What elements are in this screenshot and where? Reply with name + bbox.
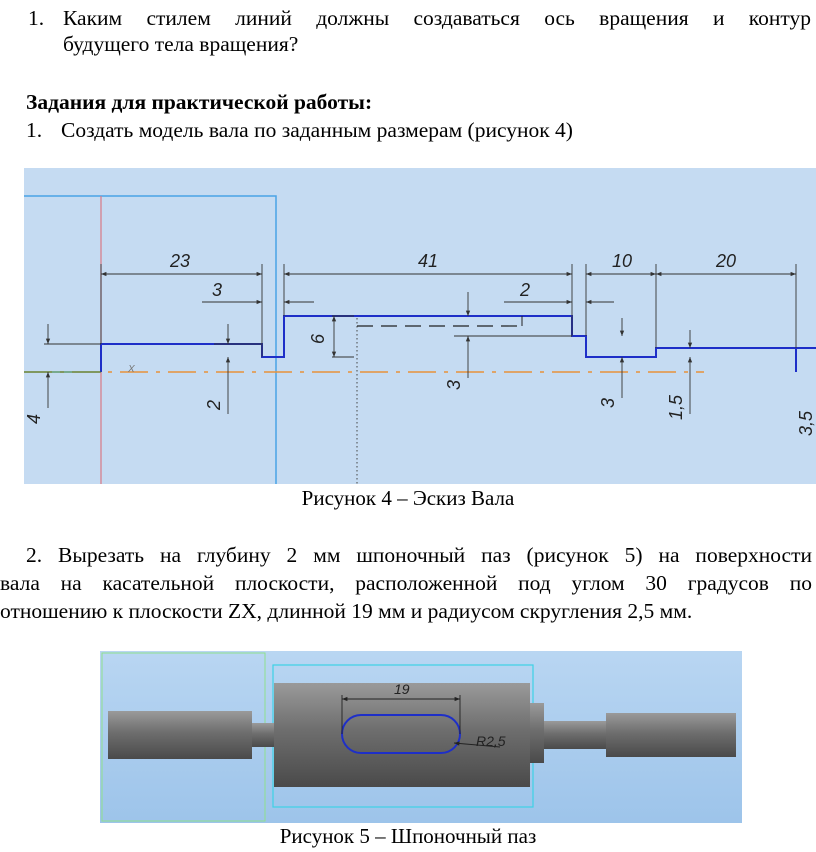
task-2-line-1: 2. Вырезать на глубину 2 мм шпоночный па… bbox=[26, 543, 812, 567]
shaft-right-end bbox=[606, 713, 736, 757]
task-2-line-2: вала на касательной плоскости, расположе… bbox=[0, 571, 812, 595]
shaft-right-neck bbox=[544, 721, 606, 749]
dim-6: 6 bbox=[308, 333, 328, 344]
task-1-number: 1. bbox=[26, 118, 43, 142]
dim-23: 23 bbox=[169, 251, 190, 271]
figure-4-caption: Рисунок 4 – Эскиз Вала bbox=[301, 486, 515, 510]
keyway-dim-r2-5: R2,5 bbox=[476, 733, 506, 749]
shaft-left-neck bbox=[252, 723, 274, 747]
figure-5-keyway: 19 R2,5 bbox=[100, 651, 742, 823]
dim-2-bottom: 2 bbox=[204, 400, 224, 411]
shaft-collar bbox=[530, 703, 544, 763]
question-1-number: 1. bbox=[28, 6, 45, 30]
dim-3-5: 3,5 bbox=[796, 410, 816, 436]
dim-1-5: 1,5 bbox=[666, 394, 686, 420]
dim-4: 4 bbox=[24, 414, 44, 424]
shaft-left-end bbox=[108, 711, 252, 759]
task-2-line-3: отношению к плоскости ZX, длинной 19 мм … bbox=[0, 599, 693, 623]
question-1-line-2: будущего тела вращения? bbox=[63, 32, 299, 56]
dim-41: 41 bbox=[418, 251, 438, 271]
dim-3-left: 3 bbox=[212, 280, 222, 300]
dim-3-right: 3 bbox=[598, 398, 618, 408]
axis-x-label: X bbox=[127, 364, 135, 375]
keyway-dim-19: 19 bbox=[394, 681, 410, 697]
figure-5-caption: Рисунок 5 – Шпоночный паз bbox=[279, 824, 537, 848]
task-1-text: Создать модель вала по заданным размерам… bbox=[61, 118, 573, 142]
dim-2-right: 2 bbox=[519, 280, 530, 300]
dim-20: 20 bbox=[715, 251, 736, 271]
tasks-heading: Задания для практической работы: bbox=[26, 90, 373, 114]
dim-3-middle: 3 bbox=[444, 380, 464, 390]
question-1-line-1: Каким стилем линий должны создаваться ос… bbox=[63, 6, 811, 30]
sketch-frame bbox=[24, 195, 277, 484]
figure-4-shaft-sketch: X bbox=[24, 168, 816, 484]
dim-10: 10 bbox=[612, 251, 632, 271]
